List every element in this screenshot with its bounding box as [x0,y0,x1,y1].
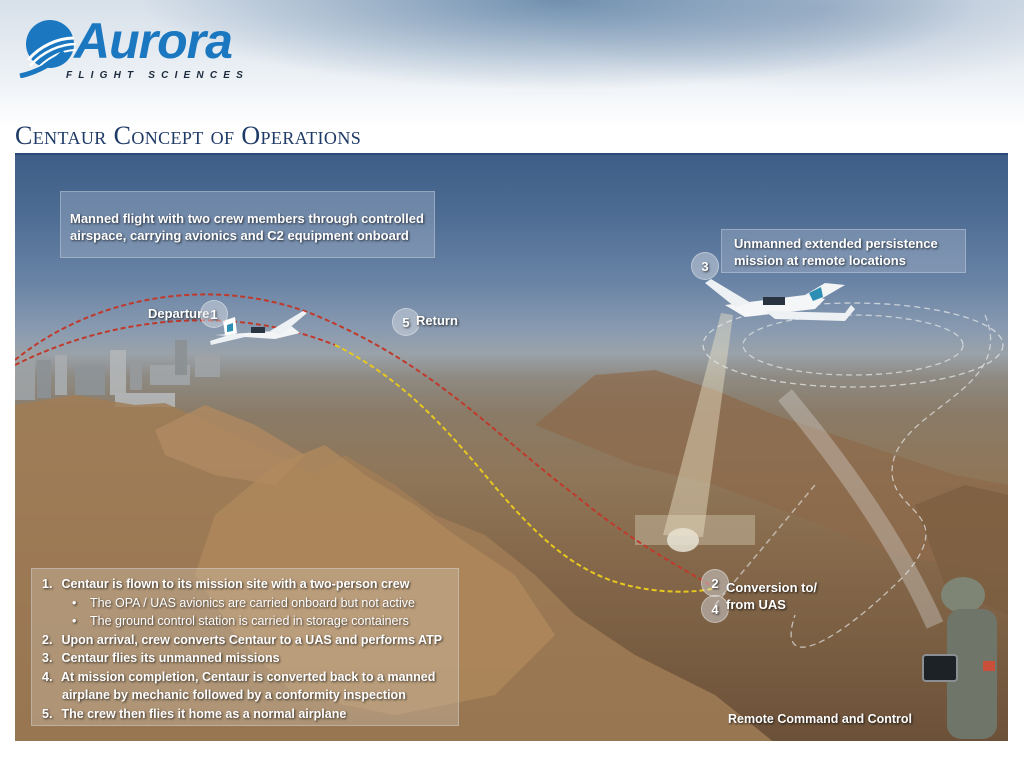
unmanned-mission-callout: Unmanned extended persistence mission at… [721,229,966,273]
marker-1: 1 [200,300,228,328]
unmanned-callout-line2: mission at remote locations [734,253,906,268]
page-title: Centaur Concept of Operations [15,121,362,150]
marker-2: 2 [701,569,729,597]
unmanned-callout-line1: Unmanned extended persistence [734,236,938,251]
aurora-swoosh-icon [19,20,77,78]
marker-5: 5 [392,308,420,336]
aircraft-manned-icon [210,311,307,345]
step-1-bullet-1: •The OPA / UAS avionics are carried onbo… [72,595,415,610]
manned-callout-line2: airspace, carrying avionics and C2 equip… [70,228,409,243]
step-4: 4. At mission completion, Centaur is con… [42,669,436,684]
step-2: 2. Upon arrival, crew converts Centaur t… [42,632,443,647]
departure-label: Departure [148,306,210,321]
conversion-label-line1: Conversion to/ [726,580,818,595]
concept-illustration: Manned flight with two crew members thro… [15,153,1008,741]
manned-flight-callout: Manned flight with two crew members thro… [60,191,435,258]
step-1-bullet-2: •The ground control station is carried i… [72,614,409,628]
step-1: 1. Centaur is flown to its mission site … [42,577,410,591]
step-5: 5. The crew then flies it home as a norm… [42,706,347,721]
step-3: 3. Centaur flies its unmanned missions [42,651,280,665]
marker-3: 3 [691,252,719,280]
remote-command-label: Remote Command and Control [728,712,913,726]
conversion-label: Conversion to/ from UAS [726,579,817,613]
header-banner [0,0,1024,150]
aurora-logo: Aurora FLIGHT SCIENCES [18,13,268,84]
city-skyline-icon [15,340,220,407]
step-4-continued: airplane by mechanic followed by a confo… [62,688,406,702]
aircraft-unmanned-icon [705,279,855,321]
terrain-artwork [15,279,1008,741]
marker-4: 4 [701,595,729,623]
logo-subtitle: FLIGHT SCIENCES [66,70,250,81]
soldier-operator-icon [922,577,997,739]
logo-wordmark: Aurora [74,13,233,69]
operations-steps-list: 1. Centaur is flown to its mission site … [31,568,459,726]
return-label: Return [416,313,458,328]
conversion-label-line2: from UAS [726,597,786,612]
manned-callout-line1: Manned flight with two crew members thro… [70,211,424,226]
